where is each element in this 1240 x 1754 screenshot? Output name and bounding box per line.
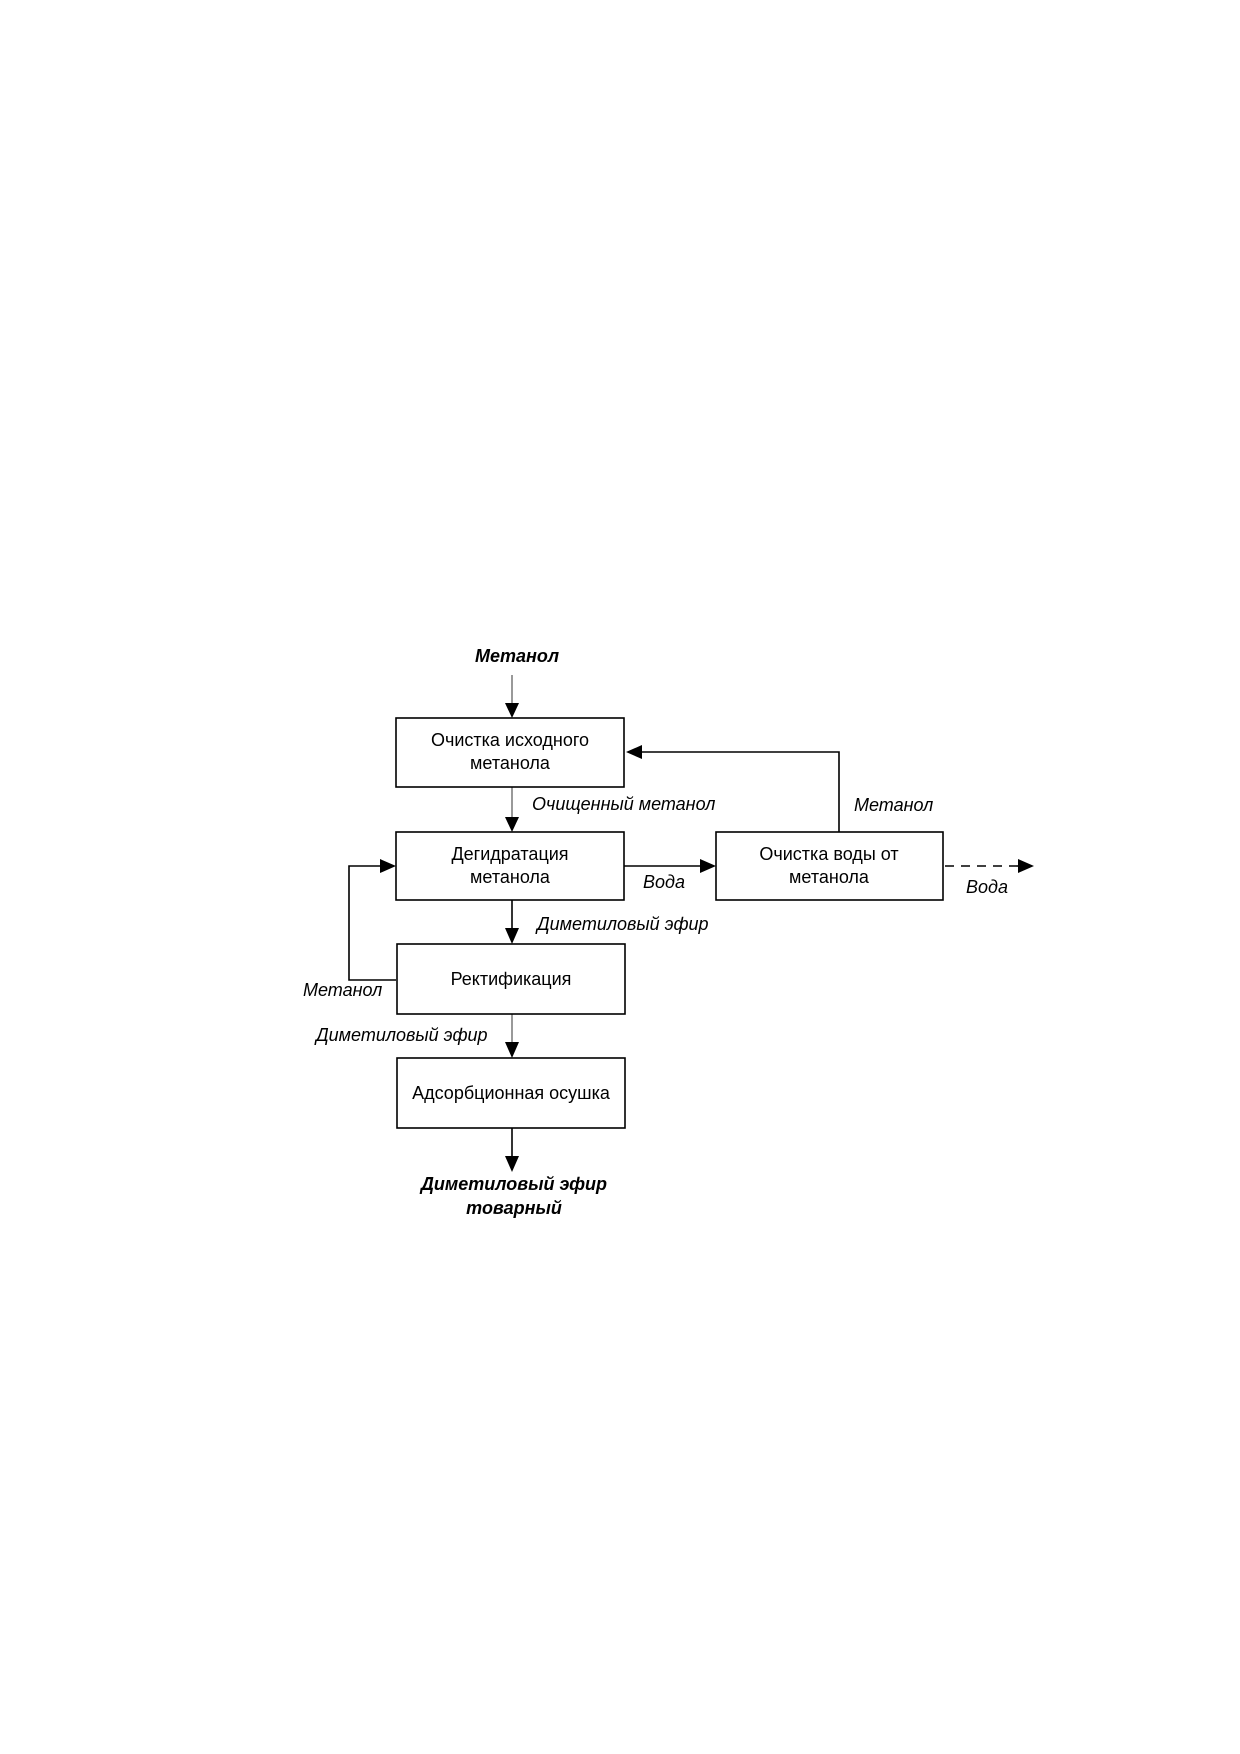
- svg-text:Адсорбционная осушка: Адсорбционная осушка: [412, 1083, 611, 1103]
- arrowhead-dme: [505, 928, 519, 944]
- arrowhead-water-out: [1018, 859, 1034, 873]
- box-purification: Очистка исходного метанола: [395, 717, 625, 788]
- box-drying: Адсорбционная осушка: [396, 1057, 626, 1129]
- box-dehydration: Дегидратация метанола: [395, 831, 625, 901]
- arrowhead-dme-drying: [505, 1042, 519, 1058]
- box-water-cleaning-line2: метанола: [789, 867, 870, 887]
- box-purification-line1: Очистка исходного: [431, 730, 589, 750]
- arrowhead-purified: [505, 817, 519, 832]
- arrowhead-methanol-recycle-top: [626, 745, 642, 759]
- svg-text:метанола: метанола: [789, 867, 870, 887]
- arrowhead-product: [505, 1156, 519, 1172]
- label-water-to-cleaning: Вода: [643, 872, 685, 892]
- label-methanol-recycle-top: Метанол: [854, 795, 933, 815]
- label-input-methanol: Метанол: [475, 646, 559, 666]
- svg-text:Очистка исходного: Очистка исходного: [431, 730, 589, 750]
- svg-text:Ректификация: Ректификация: [451, 969, 572, 989]
- box-water-cleaning: Очистка воды от метанола: [715, 831, 944, 901]
- box-dehydration-line1: Дегидратация: [451, 844, 568, 864]
- arrowhead-methanol-recycle-left: [380, 859, 396, 873]
- box-rectification: Ректификация: [396, 943, 626, 1015]
- label-water-out: Вода: [966, 877, 1008, 897]
- svg-text:метанола: метанола: [470, 867, 551, 887]
- arrowhead-input: [505, 703, 519, 718]
- label-dme-to-rectification: Диметиловый эфир: [535, 914, 709, 934]
- arrowhead-water: [700, 859, 716, 873]
- arrow-methanol-recycle-left: [348, 865, 396, 981]
- label-purified-methanol: Очищенный метанол: [532, 794, 715, 814]
- box-drying-line1: Адсорбционная осушка: [412, 1083, 611, 1103]
- label-product-line2: товарный: [466, 1198, 562, 1218]
- label-methanol-recycle-left: Метанол: [303, 980, 382, 1000]
- box-dehydration-line2: метанола: [470, 867, 551, 887]
- box-rectification-line1: Ректификация: [451, 969, 572, 989]
- svg-text:Очистка воды от: Очистка воды от: [759, 844, 898, 864]
- arrow-methanol-recycle-top: [640, 751, 840, 832]
- label-dme-to-drying: Диметиловый эфир: [314, 1025, 488, 1045]
- box-water-cleaning-line1: Очистка воды от: [759, 844, 898, 864]
- svg-text:Дегидратация: Дегидратация: [451, 844, 568, 864]
- svg-text:метанола: метанола: [470, 753, 551, 773]
- label-product-line1: Диметиловый эфир: [419, 1174, 607, 1194]
- box-purification-line2: метанола: [470, 753, 551, 773]
